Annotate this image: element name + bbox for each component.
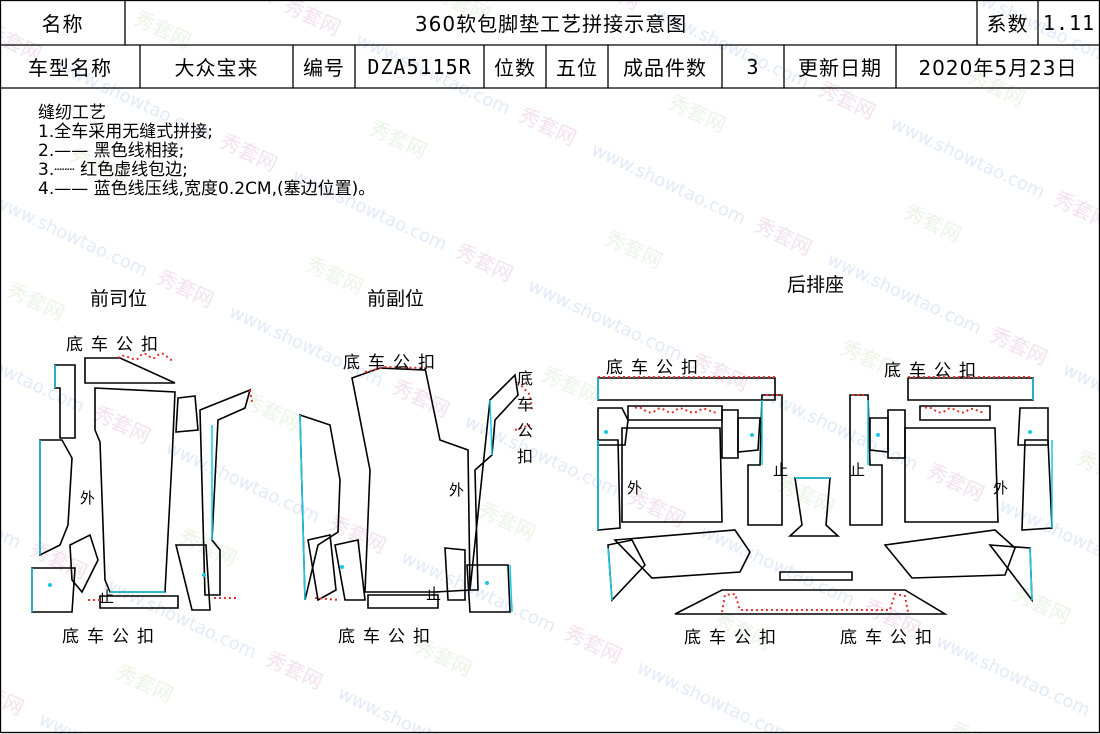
driver-red-dotted <box>88 352 253 601</box>
driver-mark <box>202 573 206 577</box>
clip-label: 底车公扣 <box>343 353 443 373</box>
coef-value: 1.11 <box>1042 10 1096 35</box>
outer-label: 外 <box>627 479 643 497</box>
rear-mark <box>750 433 754 437</box>
note-item: 3.┈┈ 红色虚线包边; <box>38 160 188 180</box>
passenger-mark <box>485 581 489 585</box>
clip-label: 底车公扣 <box>684 628 784 648</box>
model-value: 大众宝来 <box>174 56 259 80</box>
code-label: 编号 <box>303 56 345 80</box>
seats-label: 位数 <box>494 56 536 80</box>
clip-label-vertical: 底车公扣 <box>516 369 533 466</box>
stop-label: 止 <box>773 461 789 479</box>
rear-mark <box>876 433 880 437</box>
clip-label: 底车公扣 <box>840 628 940 648</box>
section-passenger: 前副位 <box>367 288 425 310</box>
stop-label: 止 <box>850 461 866 479</box>
note-item: 2.—— 黑色线相接; <box>38 141 185 161</box>
date-label: 更新日期 <box>798 56 882 80</box>
seats-value: 五位 <box>556 56 598 80</box>
notes-heading: 缝纫工艺 <box>38 103 106 123</box>
driver-pieces <box>31 357 252 613</box>
date-value: 2020年5月23日 <box>918 56 1078 80</box>
clip-label: 底车公扣 <box>66 335 166 355</box>
name-label: 名称 <box>41 12 84 36</box>
note-item: 4.—— 蓝色线压线,宽度0.2CM,(塞边位置)。 <box>38 179 376 199</box>
coef-label: 系数 <box>986 12 1029 36</box>
section-driver: 前司位 <box>90 288 148 310</box>
clip-label: 底车公扣 <box>884 361 984 381</box>
rear-mark <box>1028 430 1032 434</box>
pieces-value: 3 <box>746 54 760 79</box>
passenger-blue-lines <box>299 399 513 613</box>
outer-label: 外 <box>80 489 96 507</box>
model-label: 车型名称 <box>28 56 112 80</box>
stop-label: 止 <box>426 585 442 603</box>
section-rear: 后排座 <box>787 274 845 296</box>
stop-label: 止 <box>99 588 115 606</box>
rear-mark <box>604 430 608 434</box>
clip-label: 底车公扣 <box>62 627 162 647</box>
outer-label: 外 <box>449 481 465 499</box>
page-title: 360软包脚垫工艺拼接示意图 <box>414 12 688 36</box>
rear-red-dotted <box>598 376 1033 613</box>
note-item: 1.全车采用无缝式拼接; <box>38 122 213 142</box>
passenger-mark <box>340 565 344 569</box>
code-value: DZA5115R <box>367 54 472 79</box>
passenger-red-dotted <box>314 365 533 601</box>
outer-label: 外 <box>993 479 1009 497</box>
driver-mark <box>48 583 52 587</box>
driver-blue-lines <box>31 365 213 612</box>
rear-blue-lines <box>597 378 1053 601</box>
clip-label: 底车公扣 <box>606 358 706 378</box>
clip-label: 底车公扣 <box>338 627 438 647</box>
sewing-notes: 缝纫工艺 1.全车采用无缝式拼接; 2.—— 黑色线相接; 3.┈┈ 红色虚线包… <box>38 104 375 199</box>
pieces-label: 成品件数 <box>623 56 707 80</box>
